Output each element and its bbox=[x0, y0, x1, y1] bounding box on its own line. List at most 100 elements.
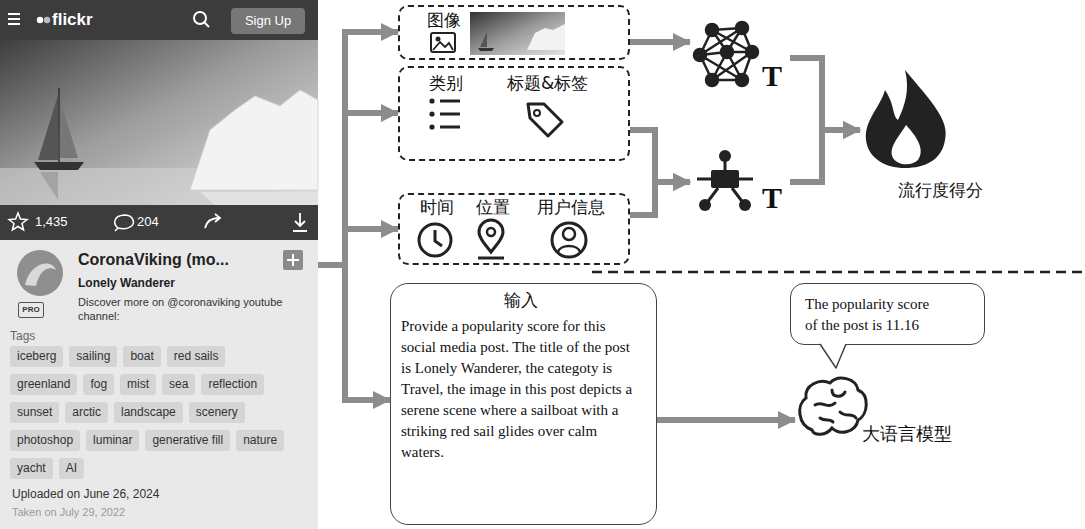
badge-text: PRO bbox=[22, 305, 39, 315]
model-icon bbox=[739, 199, 751, 211]
network-icon bbox=[706, 24, 718, 36]
clock-icon bbox=[435, 230, 442, 246]
phone-screenshot bbox=[8, 14, 20, 24]
separator-line bbox=[592, 272, 1085, 273]
tag-chip: sunset bbox=[10, 402, 59, 423]
tag-text: mist bbox=[127, 377, 149, 391]
model-icon bbox=[706, 156, 744, 204]
tag-chip: greenland bbox=[10, 374, 77, 395]
image-icon bbox=[431, 33, 455, 52]
popularity-output: 流行度得分 bbox=[860, 70, 1010, 205]
image-thumbnail bbox=[470, 12, 565, 55]
phone-screenshot bbox=[0, 0, 318, 529]
tag-chip: yacht bbox=[10, 458, 53, 479]
user-icon bbox=[552, 223, 586, 257]
post-toolbar bbox=[293, 213, 307, 231]
brain-icon bbox=[815, 403, 835, 406]
tag-chip: AI bbox=[59, 458, 84, 479]
tag-text: reflection bbox=[208, 377, 257, 391]
tag-chip: scenery bbox=[189, 402, 245, 423]
post-photo bbox=[38, 95, 58, 160]
location-icon bbox=[487, 228, 495, 236]
post-photo bbox=[0, 40, 318, 205]
flow-arrow bbox=[630, 39, 690, 45]
location-icon bbox=[479, 220, 503, 252]
feature-group: 类别标题&标签 bbox=[398, 66, 630, 161]
tag-chip: reflection bbox=[201, 374, 264, 395]
pro-badge: PRO bbox=[18, 302, 44, 318]
model-icon bbox=[697, 150, 753, 211]
fire-icon bbox=[866, 70, 946, 168]
flow-arrow bbox=[318, 229, 398, 265]
speech-bubble: The popularity score of the post is 11.1… bbox=[790, 283, 985, 345]
flow-arrow bbox=[657, 417, 795, 423]
tag-text: arctic bbox=[72, 405, 101, 419]
tag-text: boat bbox=[130, 349, 153, 363]
tag-text: fog bbox=[90, 377, 107, 391]
post-photo bbox=[40, 172, 58, 200]
phone-screenshot bbox=[205, 23, 210, 28]
model-icon bbox=[719, 150, 731, 162]
feature-label: 时间 bbox=[420, 197, 454, 217]
logo-text: flickr bbox=[52, 10, 93, 30]
user-icon bbox=[552, 223, 586, 257]
speech-bubble-tail bbox=[820, 343, 846, 369]
image-thumbnail bbox=[480, 32, 487, 47]
brain-icon bbox=[820, 418, 833, 422]
fire-icon bbox=[892, 125, 921, 164]
tag-text: landscape bbox=[121, 405, 176, 419]
user-name: CoronaViking (mo... bbox=[78, 250, 229, 269]
feature-label: 图像 bbox=[427, 10, 461, 30]
phone-screenshot bbox=[0, 0, 318, 529]
network-icon bbox=[694, 22, 758, 86]
flow-arrow bbox=[318, 265, 390, 400]
phone-screenshot bbox=[0, 0, 318, 40]
post-toolbar bbox=[115, 215, 134, 231]
post-description: Discover more on @coronaviking youtube c… bbox=[78, 295, 310, 323]
llm-node: 大语言模型 bbox=[795, 380, 965, 455]
post-title: Lonely Wanderer bbox=[78, 276, 175, 290]
network-icon bbox=[706, 74, 718, 86]
image-thumbnail bbox=[470, 12, 565, 55]
tag-text: luminar bbox=[93, 433, 132, 447]
tag-chip: luminar bbox=[86, 430, 139, 451]
tag-text: sea bbox=[169, 377, 188, 391]
post-toolbar bbox=[0, 205, 318, 240]
output-label: 流行度得分 bbox=[898, 180, 983, 200]
image-icon bbox=[433, 42, 453, 50]
list-icon bbox=[440, 101, 460, 127]
flow-arrow bbox=[318, 113, 398, 265]
tag-icon bbox=[534, 110, 540, 116]
post-photo bbox=[0, 40, 318, 205]
tag-chip: sailing bbox=[69, 346, 117, 367]
tag-text: AI bbox=[66, 461, 77, 475]
tag-text: generative fill bbox=[152, 433, 223, 447]
section-heading: Tags bbox=[10, 329, 35, 343]
phone-screenshot bbox=[44, 17, 50, 23]
answer-text: The popularity score of the post is 11.1… bbox=[805, 294, 937, 336]
button-text: Sign Up bbox=[245, 13, 291, 29]
clock-icon bbox=[419, 224, 451, 256]
phone-screenshot bbox=[194, 12, 206, 24]
tag-text: red sails bbox=[174, 349, 219, 363]
model-icon bbox=[711, 170, 739, 188]
tag-text: photoshop bbox=[17, 433, 73, 447]
prompt-text: Provide a popularity score for this soci… bbox=[401, 316, 643, 463]
speech-bubble-tail bbox=[820, 343, 846, 369]
location-icon bbox=[478, 257, 504, 260]
post-photo bbox=[60, 100, 78, 158]
feature-label: 标题&标签 bbox=[507, 73, 588, 93]
phone-screenshot bbox=[37, 17, 43, 23]
count-text: 1,435 bbox=[35, 214, 68, 230]
prompt-box: 输入Provide a popularity score for this so… bbox=[390, 283, 657, 525]
brain-icon bbox=[800, 378, 867, 434]
flow-arrow bbox=[790, 58, 860, 130]
tag-text: greenland bbox=[17, 377, 70, 391]
model-letter: T bbox=[762, 182, 782, 214]
user-avatar bbox=[17, 250, 303, 296]
feature-label: 位置 bbox=[476, 197, 510, 217]
tag-text: yacht bbox=[17, 461, 46, 475]
tag-text: nature bbox=[243, 433, 277, 447]
post-photo bbox=[190, 90, 318, 190]
